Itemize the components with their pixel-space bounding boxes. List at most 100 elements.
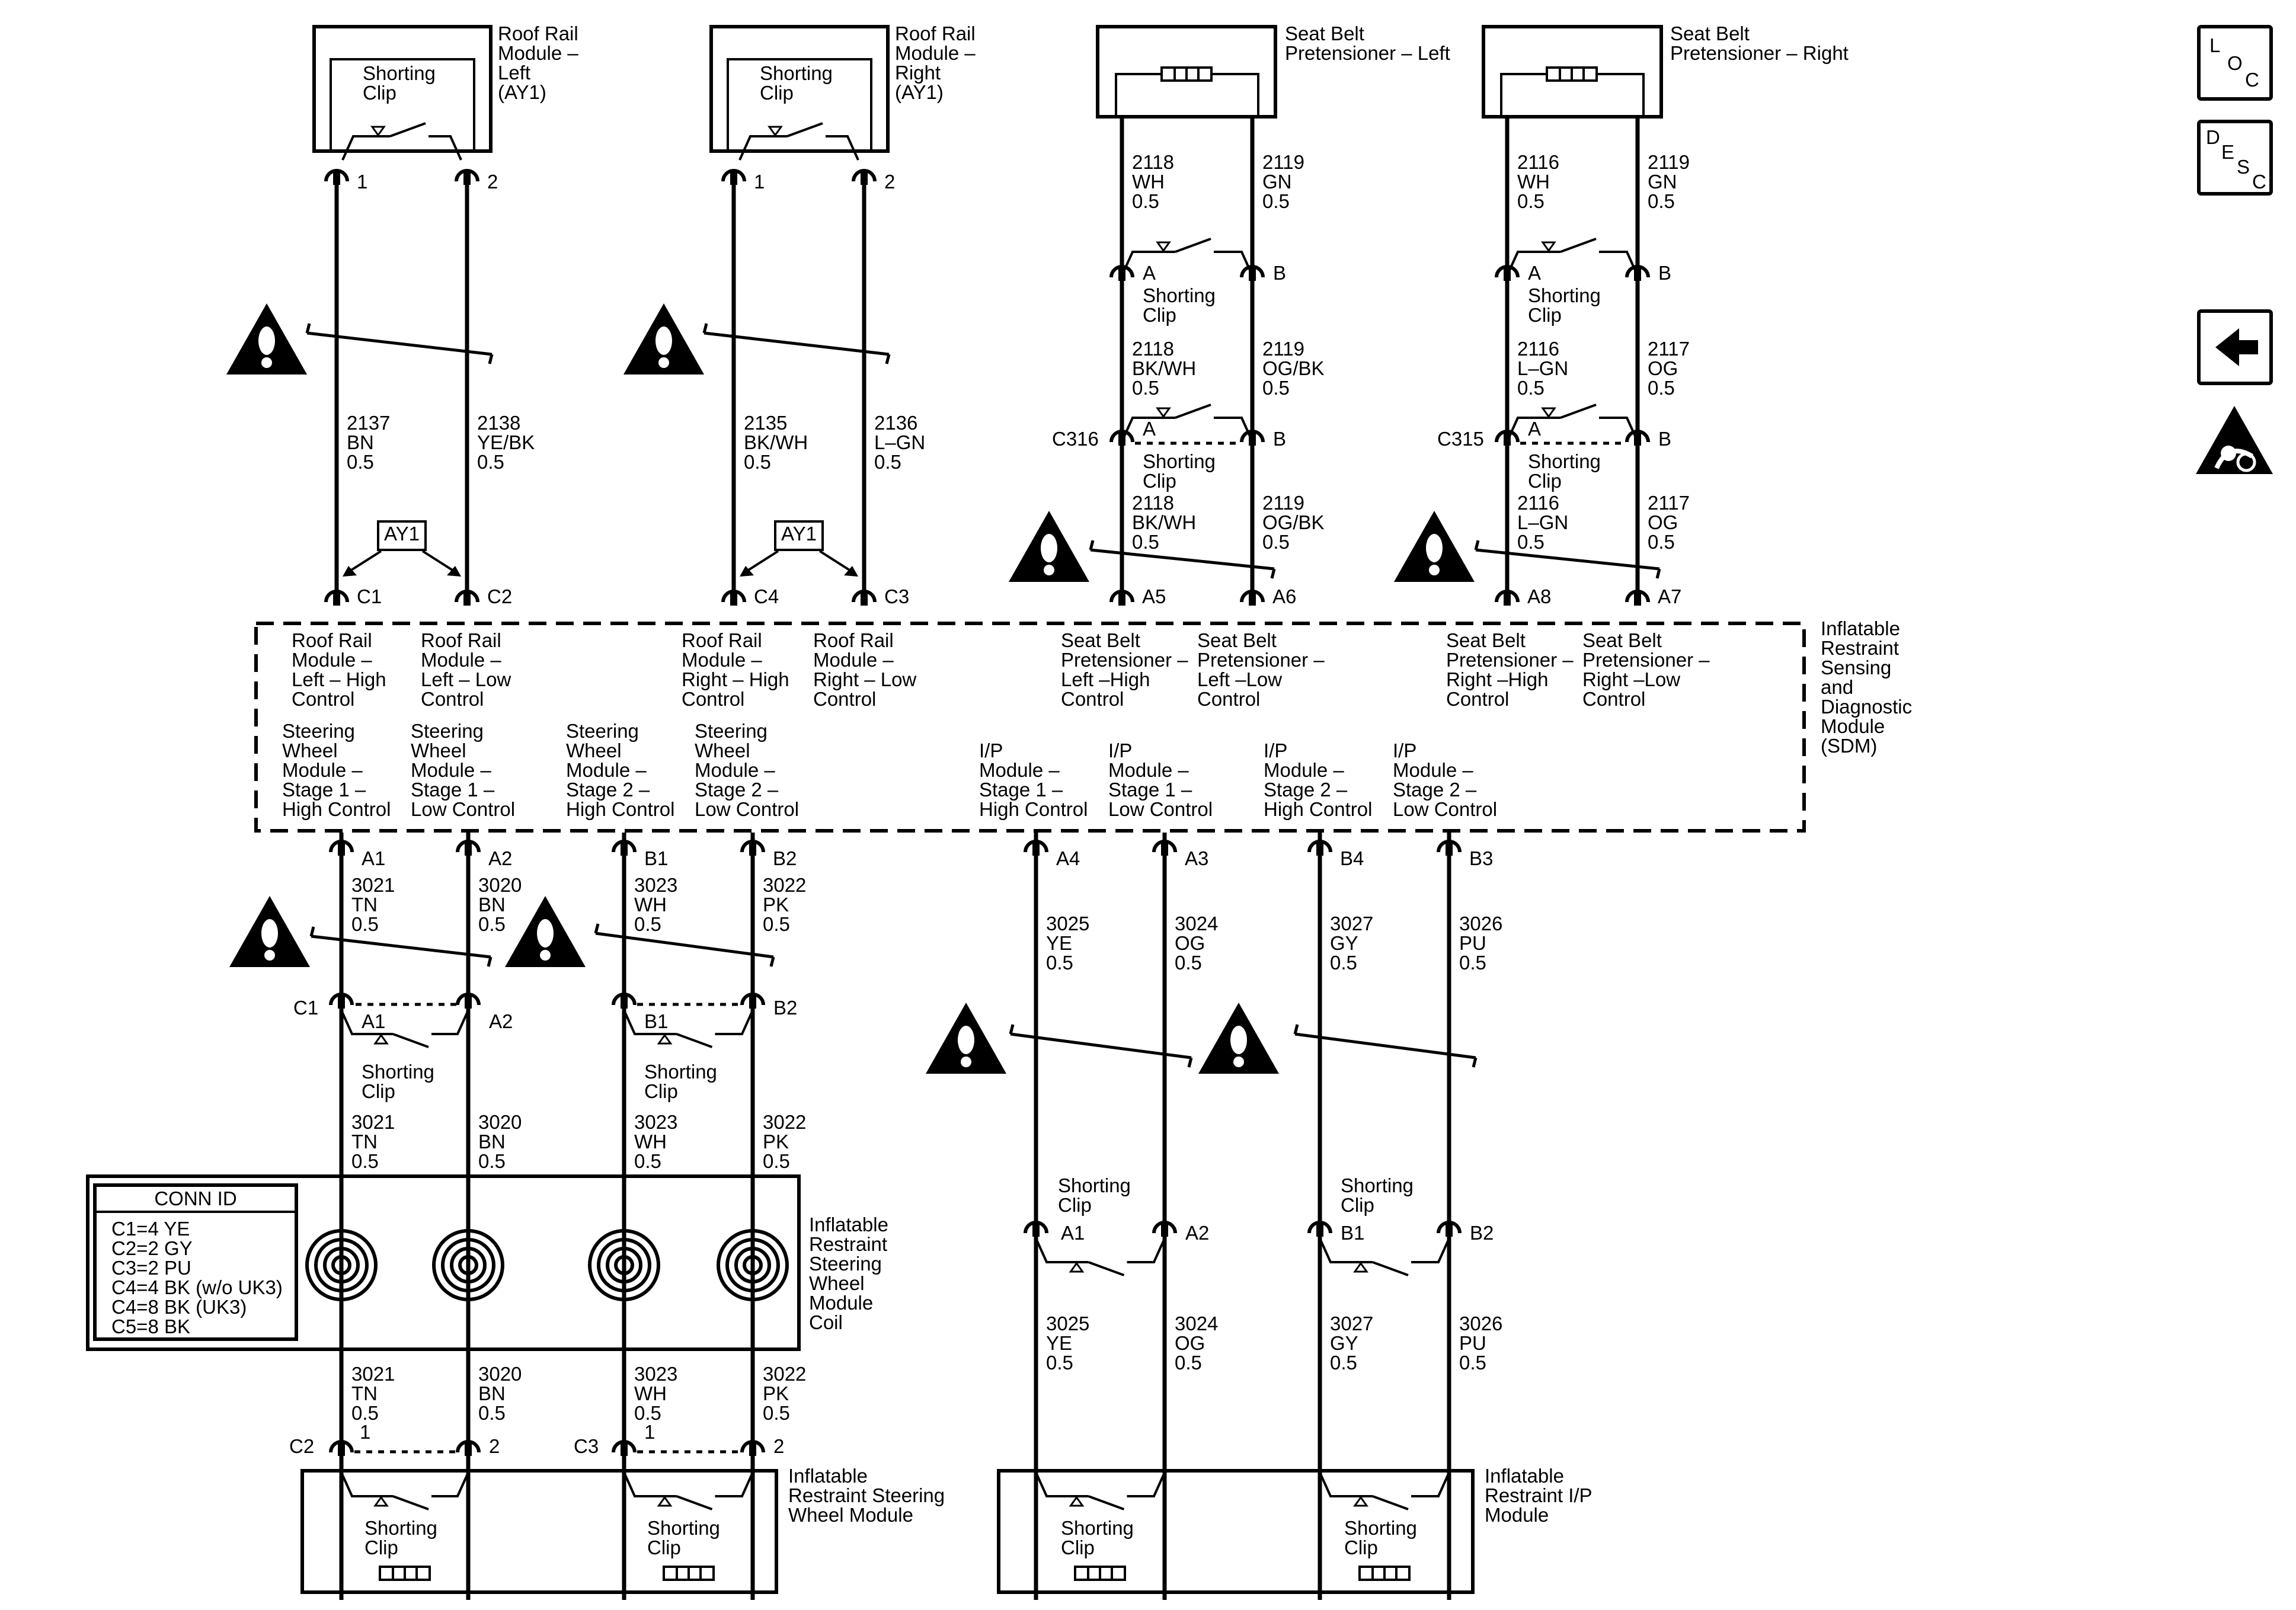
back-arrow-icon[interactable] (2197, 309, 2273, 385)
sbr-pin-b-terminal (1625, 265, 1650, 281)
sdm-label-14-line: Stage 2 – (1264, 779, 1348, 801)
ay1-label-left-line: AY1 (384, 523, 420, 545)
sdm-title-line: and (1821, 676, 1853, 698)
sdm-label-11-line: Wheel (695, 740, 750, 761)
rr_left-clip-label-line: Clip (363, 82, 396, 104)
sdm-title-line: Inflatable (1821, 617, 1900, 639)
ip-a1-terminal (1024, 1221, 1048, 1237)
ip-a2-label-line: A2 (1185, 1222, 1209, 1244)
wire-3024-label-2-line: 0.5 (1175, 1352, 1202, 1374)
sdm-label-7-line: Seat Belt (1582, 629, 1662, 651)
wire-3025-label-2-line: 0.5 (1046, 1352, 1073, 1374)
sbr-clip-label-line: Shorting (1528, 284, 1601, 306)
sw-module-clip-label-1-line: Shorting (364, 1517, 437, 1539)
sdm-label-15-line: Stage 2 – (1393, 779, 1477, 801)
sdm-label-0-line: Control (292, 688, 354, 710)
wire-2119-label-2-line: OG/BK (1262, 357, 1325, 379)
loc-icon[interactable]: L O C (2197, 25, 2273, 101)
c3-pin2-label-line: 2 (773, 1435, 784, 1457)
wire-3020-label-2-line: BN (478, 1131, 506, 1153)
shield-line (1474, 540, 1661, 579)
c315-pin-a-terminal (1495, 430, 1520, 446)
shield-line (1009, 1024, 1193, 1068)
sdm_b4-label-line: B4 (1340, 847, 1364, 869)
sdm-label-3-line: Right – Low (813, 668, 916, 690)
conn-id-line-2: C3=2 PU (111, 1257, 191, 1279)
rr_left-title-line: Roof Rail (498, 23, 578, 44)
sdm-title-line: Diagnostic (1821, 696, 1912, 718)
c2-pin2-label-line: 2 (489, 1435, 500, 1457)
ip-module-clip-label-2-line: Shorting (1344, 1517, 1417, 1539)
seat-belt-right-clip (1506, 238, 1639, 276)
sdm-label-9-line: Low Control (411, 798, 515, 820)
sdm_a7-terminal (1625, 590, 1650, 606)
wire-3023-label-2-line: WH (634, 1131, 667, 1153)
sdm-label-1-line: Module – (421, 649, 501, 671)
steering-wheel-module-box (300, 1469, 778, 1594)
wire-2119-label-4-line: 0.5 (1648, 190, 1675, 212)
desc-icon[interactable]: D E S C (2197, 120, 2273, 196)
ip-module-title-line: Module (1485, 1504, 1549, 1526)
coil-box (86, 1174, 801, 1351)
sdm-label-2-line: Roof Rail (682, 629, 762, 651)
wire-2119-label-3-line: 0.5 (1262, 531, 1290, 553)
sdm-label-10-line: Wheel (566, 740, 622, 761)
sdm_b4-label: B4 (1340, 847, 1364, 869)
c3-pin1-label-line: 1 (644, 1421, 655, 1443)
wire-3020-label-3-line: 3020 (478, 1363, 522, 1385)
c3-pin2-label: 2 (773, 1435, 784, 1457)
sdm-label-8-line: Wheel (282, 740, 338, 761)
wire-2136-label-line: 0.5 (874, 451, 901, 473)
rr_right-clip-label-line: Clip (760, 82, 794, 104)
loc-letter-c: C (2245, 69, 2259, 91)
warning-icon (229, 896, 310, 967)
sbr-pin-a-label-line: A (1528, 262, 1541, 284)
sdm_b2-terminal (740, 840, 765, 856)
wire-3026-label-2-line: 0.5 (1459, 1352, 1486, 1374)
sdm_b2-label: B2 (773, 847, 797, 869)
sdm_a1-label-line: A1 (362, 847, 385, 869)
wire-3020-label-2-line: 0.5 (478, 1150, 506, 1172)
sdm_a1-label: A1 (362, 847, 385, 869)
seat-belt-left-clip (1121, 238, 1253, 276)
rr_left-pin2-label: 2 (487, 171, 498, 193)
desc-letter-c: C (2252, 171, 2266, 193)
rr_left-clip-label-line: Shorting (363, 62, 436, 84)
sdm_a7-label-line: A7 (1658, 585, 1681, 607)
wire-2118-label-1-line: 2118 (1132, 151, 1174, 173)
wire-2117-label-3-line: 2117 (1648, 492, 1690, 514)
seat-belt-left-squib (1160, 66, 1213, 82)
conn-id-line-5: C5=8 BK (111, 1315, 190, 1337)
wire-2118-label-2-line: 0.5 (1132, 377, 1159, 399)
wire-3027-label-1-line: GY (1330, 932, 1358, 954)
seat-belt-right-squib (1546, 66, 1598, 82)
sw-module-title-line: Restraint Steering (788, 1484, 945, 1506)
rr_right-pin1-label: 1 (754, 171, 765, 193)
c1-clip-label-2-line: Clip (644, 1080, 678, 1102)
wire-3027-label-1-line: 0.5 (1330, 952, 1357, 974)
rr_right-pin2-terminal (852, 169, 877, 185)
warning-icon (1009, 511, 1089, 582)
sw-module-squib-2 (663, 1566, 715, 1581)
c316-label: C316 (1052, 428, 1099, 450)
wire-3021-label-3-line: TN (351, 1382, 378, 1404)
ay1-splice-left (343, 520, 461, 577)
sdm_b4-terminal (1307, 840, 1332, 856)
wire-3024-label-1-line: 3024 (1175, 913, 1218, 934)
sdm-title-line: Restraint (1821, 637, 1899, 659)
